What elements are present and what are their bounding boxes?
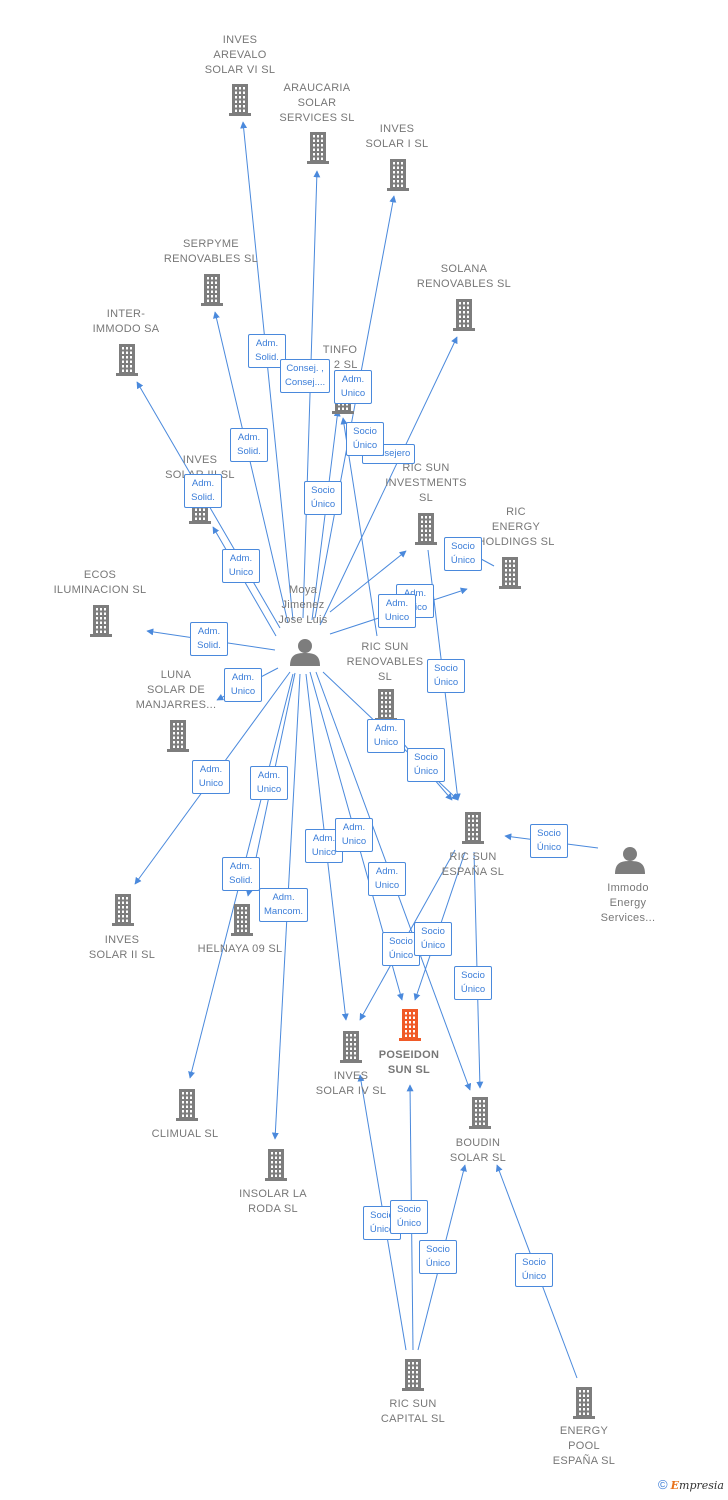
building-icon-solana[interactable] (453, 299, 475, 331)
node-label-ecos[interactable]: ECOS ILUMINACION SL (53, 569, 147, 596)
building-icon-inves_solar_iv[interactable] (340, 1031, 362, 1063)
node-label-luna[interactable]: LUNA SOLAR DE MANJARRES... (135, 669, 217, 711)
building-icon-boudin[interactable] (469, 1097, 491, 1129)
building-icon-ecos[interactable] (90, 605, 112, 637)
node-label-inter_immodo[interactable]: INTER- IMMODO SA (92, 308, 160, 335)
edge-moya-to-solana (319, 336, 458, 626)
node-label-serpyme[interactable]: SERPYME RENOVABLES SL (163, 238, 259, 265)
node-label-inves_solar_i[interactable]: INVES SOLAR I SL (365, 123, 429, 150)
edge-moya-to-inves_arevalo (240, 121, 294, 621)
node-label-climual[interactable]: CLIMUAL SL (151, 1128, 219, 1140)
relation-label-immodo_energy-to-ric_sun_espana[interactable]: Socio Único (530, 824, 568, 858)
relation-label-ric_sun_renovables-to-tinfo[interactable]: Socio Único (346, 422, 384, 456)
relation-label-moya-to-helnaya[interactable]: Adm. Unico (250, 766, 288, 800)
relation-label-moya-to-ric_energy_holdings[interactable]: Adm. Unico (378, 594, 416, 628)
node-label-inves_solar_ii[interactable]: INVES SOLAR II SL (88, 934, 156, 961)
relation-label-moya-to-araucaria[interactable]: Consej. , Consej.... (280, 359, 331, 393)
node-label-ric_sun_capital[interactable]: RIC SUN CAPITAL SL (380, 1398, 446, 1425)
edge-moya-to-tinfo (311, 409, 341, 621)
node-label-boudin[interactable]: BOUDIN SOLAR SL (449, 1137, 507, 1164)
node-label-ric_sun_espana[interactable]: RIC SUN ESPAÑA SL (441, 851, 505, 878)
building-icon-inter_immodo[interactable] (116, 344, 138, 376)
relation-label-moya-to-insolar[interactable]: Adm. Mancom. (259, 888, 309, 922)
node-label-tinfo[interactable]: TINFO R 2 SL (322, 344, 358, 371)
node-label-immodo_energy[interactable]: Immodo Energy Services... (600, 882, 656, 924)
building-icon-insolar[interactable] (265, 1149, 287, 1181)
relation-label-moya-to-poseidon[interactable]: Adm. Unico (335, 818, 373, 852)
nodes-layer (90, 84, 645, 1419)
building-icon-poseidon[interactable] (399, 1009, 421, 1041)
relation-label-ric_energy_holdings-to-ric_sun_investments[interactable]: Socio Único (444, 537, 482, 571)
node-label-araucaria[interactable]: ARAUCARIA SOLAR SERVICES SL (279, 82, 355, 124)
relation-label-moya-to-serpyme[interactable]: Adm. Solid. (230, 428, 268, 462)
building-icon-energy_pool[interactable] (573, 1387, 595, 1419)
node-label-ric_sun_investments[interactable]: RIC SUN INVESTMENTS SL (385, 462, 467, 504)
copyright-icon: © (657, 1477, 668, 1492)
node-label-solana[interactable]: SOLANA RENOVABLES SL (416, 263, 512, 290)
relation-label-moya-to-boudin[interactable]: Adm. Unico (368, 862, 406, 896)
relation-label-moya-to-ecos[interactable]: Adm. Solid. (190, 622, 228, 656)
relation-label-moya-to-climual[interactable]: Adm. Solid. (222, 857, 260, 891)
relation-label-moya-to-inves_arevalo[interactable]: Adm. Solid. (248, 334, 286, 368)
person-icon-immodo_energy[interactable] (615, 847, 645, 874)
node-label-energy_pool[interactable]: ENERGY POOL ESPAÑA SL (552, 1425, 616, 1467)
node-label-ric_energy_holdings[interactable]: RIC ENERGY HOLDINGS SL (477, 506, 555, 548)
building-icon-inves_arevalo[interactable] (229, 84, 251, 116)
building-icon-araucaria[interactable] (307, 132, 329, 164)
edge-moya-to-inves_solar_i (314, 195, 397, 619)
node-label-inves_solar_iv[interactable]: INVES SOLAR IV SL (315, 1070, 387, 1097)
relation-label-ric_sun_espana-to-poseidon[interactable]: Socio Único (414, 922, 452, 956)
relation-label-moya-to-inves_solar_iii[interactable]: Adm. Unico (222, 549, 260, 583)
relation-label-moya-to-inves_solar_i[interactable]: Adm. Unico (334, 370, 372, 404)
node-label-inves_arevalo[interactable]: INVES AREVALO SOLAR VI SL (204, 34, 276, 76)
node-label-helnaya[interactable]: HELNAYA 09 SL (197, 943, 283, 955)
footer-brand: © Empresia (658, 1477, 724, 1492)
building-icon-ric_sun_investments[interactable] (415, 513, 437, 545)
building-icon-helnaya[interactable] (231, 904, 253, 936)
relation-label-moya-to-inter_immodo[interactable]: Adm. Solid. (184, 474, 222, 508)
relation-label-ric_sun_capital-to-boudin[interactable]: Socio Único (419, 1240, 457, 1274)
relation-label-ric_sun_espana-to-boudin[interactable]: Socio Único (454, 966, 492, 1000)
brand-logo: Empresia (670, 1479, 724, 1492)
node-label-insolar[interactable]: INSOLAR LA RODA SL (239, 1188, 307, 1215)
relation-label-moya-to-ric_sun_espana[interactable]: Adm. Unico (367, 719, 405, 753)
node-label-ric_sun_renovables[interactable]: RIC SUN RENOVABLES SL (346, 641, 424, 683)
building-icon-inves_solar_ii[interactable] (112, 894, 134, 926)
edge-moya-to-araucaria (302, 170, 321, 619)
relation-label-moya-to-luna[interactable]: Adm. Unico (224, 668, 262, 702)
building-icon-ric_energy_holdings[interactable] (499, 557, 521, 589)
relation-label-moya-to-tinfo[interactable]: Socio Único (304, 481, 342, 515)
building-icon-ric_sun_capital[interactable] (402, 1359, 424, 1391)
building-icon-luna[interactable] (167, 720, 189, 752)
relation-label-ric_sun_renovables-to-ric_sun_espana[interactable]: Socio Único (407, 748, 445, 782)
relation-label-ric_sun_espana-to-inves_solar_iv[interactable]: Socio Único (382, 932, 420, 966)
relation-label-moya-to-inves_solar_ii[interactable]: Adm. Unico (192, 760, 230, 794)
building-icon-serpyme[interactable] (201, 274, 223, 306)
person-icon-moya[interactable] (290, 639, 320, 666)
node-label-moya[interactable]: Moya Jimenez Jose Luis (278, 584, 328, 626)
building-icon-ric_sun_renovables[interactable] (375, 689, 397, 721)
edge-moya-to-serpyme (213, 311, 289, 624)
building-icon-ric_sun_espana[interactable] (462, 812, 484, 844)
relation-label-ric_sun_investments-to-ric_sun_espana[interactable]: Socio Único (427, 659, 465, 693)
building-icon-climual[interactable] (176, 1089, 198, 1121)
relation-label-ric_sun_capital-to-poseidon[interactable]: Socio Único (390, 1200, 428, 1234)
node-label-poseidon[interactable]: POSEIDON SUN SL (378, 1049, 440, 1076)
building-icon-inves_solar_i[interactable] (387, 159, 409, 191)
relation-label-energy_pool-to-boudin[interactable]: Socio Único (515, 1253, 553, 1287)
